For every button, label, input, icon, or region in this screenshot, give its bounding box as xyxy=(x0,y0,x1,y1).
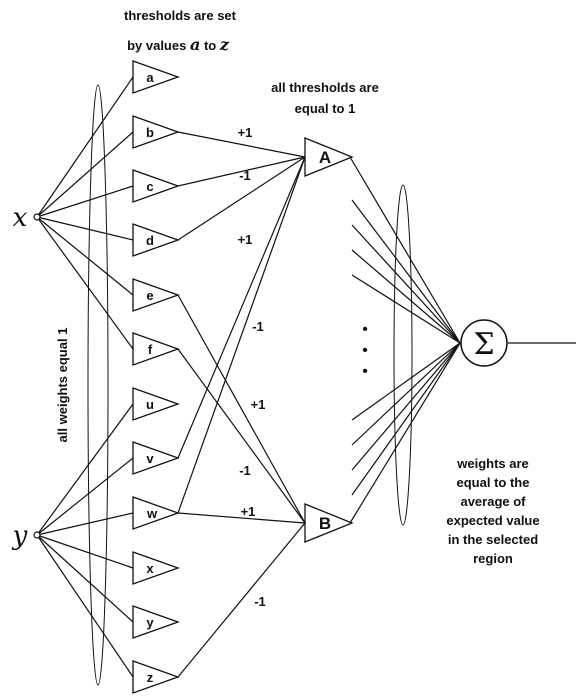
top-note-line2: by values a to z xyxy=(127,35,230,54)
right-note-line-2: equal to the xyxy=(457,475,530,490)
input-label-x: x xyxy=(13,203,28,233)
input-node-x: x xyxy=(13,203,41,233)
hidden-unit-d: d xyxy=(132,223,180,257)
svg-text:b: b xyxy=(146,125,154,140)
hidden-unit-w: w xyxy=(132,496,180,530)
input-node-y: y xyxy=(12,521,41,551)
weight-label-d: +1 xyxy=(238,232,253,247)
hidden-unit-x: x xyxy=(132,551,180,585)
svg-text:v: v xyxy=(146,451,154,466)
svg-text:a: a xyxy=(146,70,154,85)
summation-node: Σ xyxy=(460,319,508,367)
input-label-y: y xyxy=(12,521,28,551)
weight-label-v: -1 xyxy=(239,463,251,478)
svg-text:z: z xyxy=(147,670,154,685)
right-note-line-5: in the selected xyxy=(448,532,538,547)
hidden-unit-z: z xyxy=(132,660,180,694)
ellipsis-dot-1: • xyxy=(362,321,368,338)
input-weights-ellipse xyxy=(87,84,109,686)
weight-label-c: -1 xyxy=(239,168,251,183)
weight-label-e: -1 xyxy=(252,319,264,334)
ellipsis-dots: • • • xyxy=(362,321,368,380)
top-note-line1: thresholds are set xyxy=(124,8,237,23)
second-layer-unit-A: A xyxy=(304,137,354,177)
sigma-symbol: Σ xyxy=(473,327,494,362)
second-layer-label-B: B xyxy=(319,514,331,533)
output-weights-ellipse xyxy=(393,184,413,526)
svg-text:c: c xyxy=(146,179,153,194)
svg-text:y: y xyxy=(146,615,154,630)
right-note-line-1: weights are xyxy=(456,456,529,471)
hidden-unit-u: u xyxy=(132,387,180,421)
ellipsis-dot-3: • xyxy=(362,363,368,380)
svg-text:u: u xyxy=(146,397,154,412)
weight-label-b: +1 xyxy=(238,125,253,140)
svg-text:x: x xyxy=(146,561,154,576)
y-input-connections xyxy=(36,403,134,678)
mid-note-line1: all thresholds are xyxy=(271,80,379,95)
second-layer-unit-B: B xyxy=(304,503,354,543)
weight-label-w: +1 xyxy=(241,504,256,519)
right-note-line-3: average of xyxy=(460,494,526,509)
hidden-unit-c: c xyxy=(132,169,180,203)
weight-label-z: -1 xyxy=(254,594,266,609)
svg-text:f: f xyxy=(148,342,153,357)
right-note: weights are equal to the average of expe… xyxy=(446,456,539,566)
svg-text:e: e xyxy=(146,288,153,303)
second-layer-label-A: A xyxy=(319,148,331,167)
hidden-unit-v: v xyxy=(132,441,180,475)
hidden-unit-b: b xyxy=(132,115,180,149)
right-note-line-4: expected value xyxy=(446,513,539,528)
side-note: all weights equal 1 xyxy=(55,328,70,443)
svg-text:w: w xyxy=(146,506,158,521)
hidden-unit-f: f xyxy=(132,332,180,366)
second-to-output-connections xyxy=(349,156,576,524)
hidden-unit-y: y xyxy=(132,605,180,639)
hidden-unit-a: a xyxy=(132,60,180,94)
x-input-connections xyxy=(36,76,134,350)
ellipsis-dot-2: • xyxy=(362,342,368,359)
weight-labels: +1 -1 +1 -1 +1 -1 +1 -1 xyxy=(238,125,266,609)
hidden-to-second-layer-connections xyxy=(177,131,306,678)
right-note-line-6: region xyxy=(473,551,513,566)
mid-note-line2: equal to 1 xyxy=(295,101,356,116)
weight-label-f: +1 xyxy=(251,397,266,412)
hidden-units: a b c d e f u v w x y z xyxy=(132,60,180,694)
hidden-unit-e: e xyxy=(132,278,180,312)
svg-text:d: d xyxy=(146,233,154,248)
